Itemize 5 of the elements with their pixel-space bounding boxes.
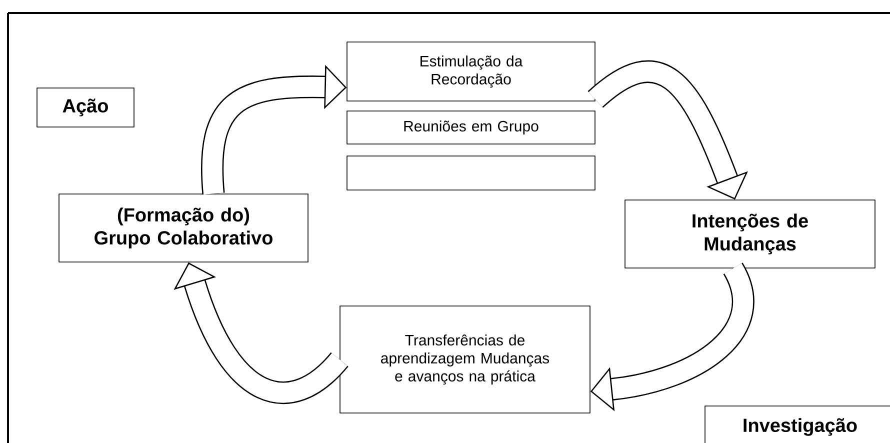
step-box: Transferências de aprendizagem Mudanças e avanços na prática xyxy=(340,306,590,414)
label-box: Investigação xyxy=(704,406,890,443)
step-box: Reuniões em Grupo xyxy=(346,110,596,144)
empty-box xyxy=(346,156,596,190)
label-box: Ação xyxy=(36,88,134,128)
